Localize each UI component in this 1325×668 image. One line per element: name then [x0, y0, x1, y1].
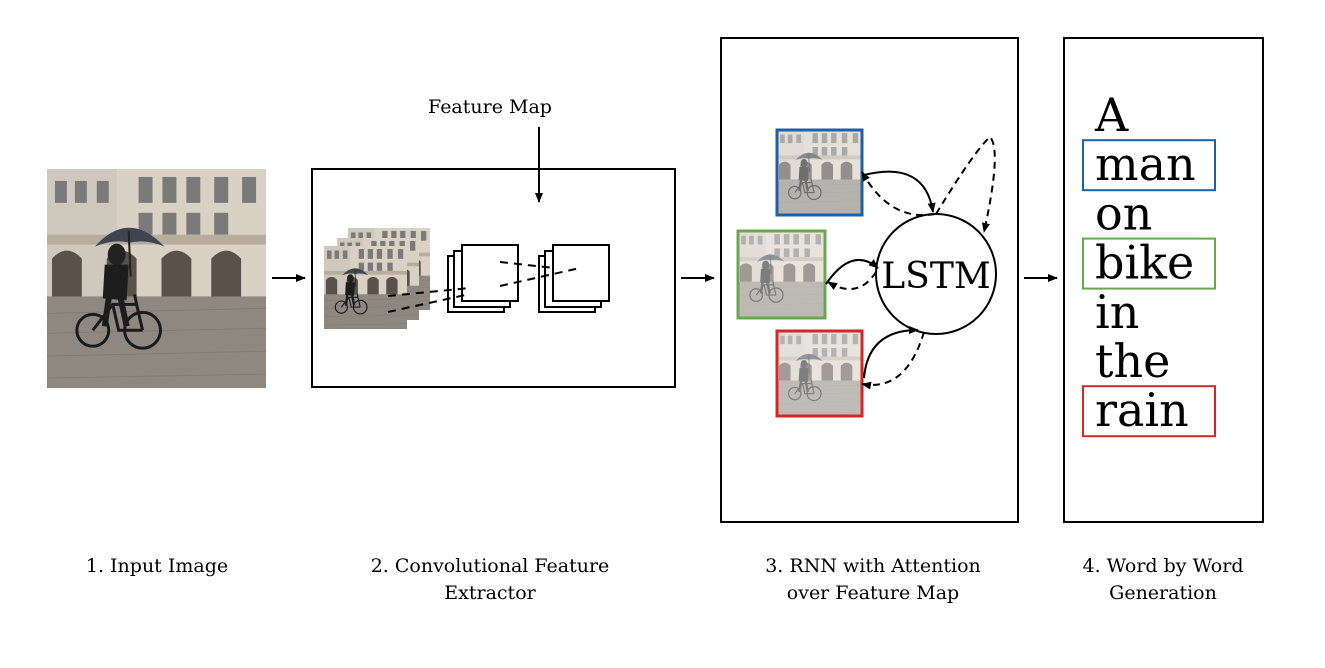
feature-map-stack-2	[538, 244, 610, 313]
generated-word: on	[1095, 186, 1152, 240]
cnn-box	[311, 168, 676, 388]
caption-step4-line1: 4. Word by Word	[1083, 555, 1244, 577]
conv-projection-lines	[387, 261, 581, 313]
caption-step3-line1: 3. RNN with Attention	[765, 555, 981, 577]
caption-step2-line2: Extractor	[444, 582, 536, 604]
caption-step1: 1. Input Image	[86, 555, 228, 577]
caption-step4-line2: Generation	[1109, 582, 1217, 604]
attention-crop-red	[775, 329, 864, 418]
generated-word: the	[1095, 334, 1170, 388]
lstm-label: LSTM	[881, 256, 990, 297]
rnn-box	[720, 37, 1019, 523]
caption-step3-line2: over Feature Map	[787, 582, 959, 604]
captions: 1. Input Image 2. Convolutional Feature …	[86, 555, 1244, 604]
word-box	[1063, 37, 1264, 523]
attention-arrows	[825, 135, 996, 390]
feature-map-label: Feature Map	[428, 96, 552, 118]
generated-word: rain	[1095, 383, 1189, 437]
input-image	[47, 169, 266, 388]
attention-crop-blue	[775, 128, 864, 217]
generated-word: A	[1094, 88, 1129, 142]
generated-word: in	[1095, 285, 1139, 339]
caption-step2-line1: 2. Convolutional Feature	[371, 555, 610, 577]
generated-word: man	[1095, 137, 1196, 191]
attention-crop-green	[736, 229, 827, 320]
word-highlight-box	[1082, 237, 1216, 290]
word-highlight-box	[1082, 139, 1216, 192]
feature-map-stack-1	[447, 244, 519, 313]
generated-word: bike	[1095, 236, 1194, 290]
conv-input-stack	[323, 228, 430, 329]
word-highlight-box	[1082, 385, 1216, 438]
